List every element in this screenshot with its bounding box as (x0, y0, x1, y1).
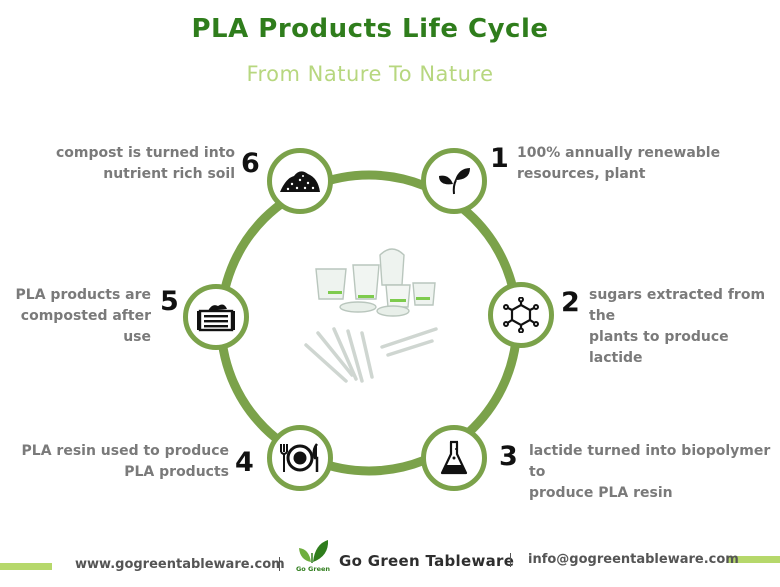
pla-products-image (304, 248, 438, 383)
step-5-line1: PLA products are (15, 287, 151, 303)
plant-leaves-icon (439, 168, 470, 195)
footer-website[interactable]: www.gogreentableware.com (75, 557, 285, 572)
step-2-text: sugars extracted from the plants to prod… (589, 285, 780, 369)
step-5-number: 5 (160, 286, 179, 317)
step-3-node (421, 425, 487, 491)
step-5-text: PLA products are composted after use (0, 285, 151, 348)
footer-email[interactable]: info@gogreentableware.com (528, 552, 739, 567)
step-2-number: 2 (561, 287, 580, 318)
step-2-line2: plants to produce lactide (589, 329, 729, 366)
go-green-logo-icon: Go Green (296, 540, 330, 573)
step-1-number: 1 (490, 143, 509, 174)
page-title: PLA Products Life Cycle (191, 14, 549, 44)
step-6-line1: compost is turned into (55, 145, 235, 161)
footer-brand: Go Green Tableware (339, 552, 515, 570)
compost-bin-icon (197, 304, 235, 332)
step-6-text: compost is turned into nutrient rich soi… (56, 143, 235, 185)
step-1-line2: resources, plant (517, 166, 646, 182)
footer-bar-left (0, 563, 52, 570)
step-3-number: 3 (499, 441, 518, 472)
footer-separator-2 (510, 553, 511, 567)
step-5-line2: composted after use (20, 308, 151, 345)
flask-icon (440, 440, 468, 475)
plate-cutlery-icon (280, 443, 319, 472)
soil-pile-icon (280, 171, 320, 192)
step-1-text: 100% annually renewable resources, plant (517, 143, 720, 185)
step-4-number: 4 (235, 447, 254, 478)
step-6-line2: nutrient rich soil (103, 166, 235, 182)
step-3-line1: lactide turned into biopolymer to (529, 443, 771, 480)
step-1-node (421, 148, 487, 214)
step-6-node (267, 148, 333, 214)
molecule-icon (503, 297, 539, 333)
step-6-number: 6 (241, 148, 260, 179)
step-4-line1: PLA resin used to produce (21, 443, 229, 459)
step-4-node (267, 425, 333, 491)
step-2-line1: sugars extracted from the (589, 287, 766, 324)
step-5-node (183, 284, 249, 350)
logo-text: Go Green (296, 565, 330, 573)
footer-bar-right (728, 556, 780, 563)
step-3-text: lactide turned into biopolymer to produc… (529, 441, 780, 504)
step-2-node (488, 282, 554, 348)
step-1-line1: 100% annually renewable (517, 145, 721, 161)
footer-separator (279, 557, 280, 571)
page-subtitle: From Nature To Nature (246, 62, 494, 86)
step-4-line2: PLA products (124, 464, 229, 480)
step-3-line2: produce PLA resin (529, 485, 673, 501)
step-4-text: PLA resin used to produce PLA products (22, 441, 229, 483)
